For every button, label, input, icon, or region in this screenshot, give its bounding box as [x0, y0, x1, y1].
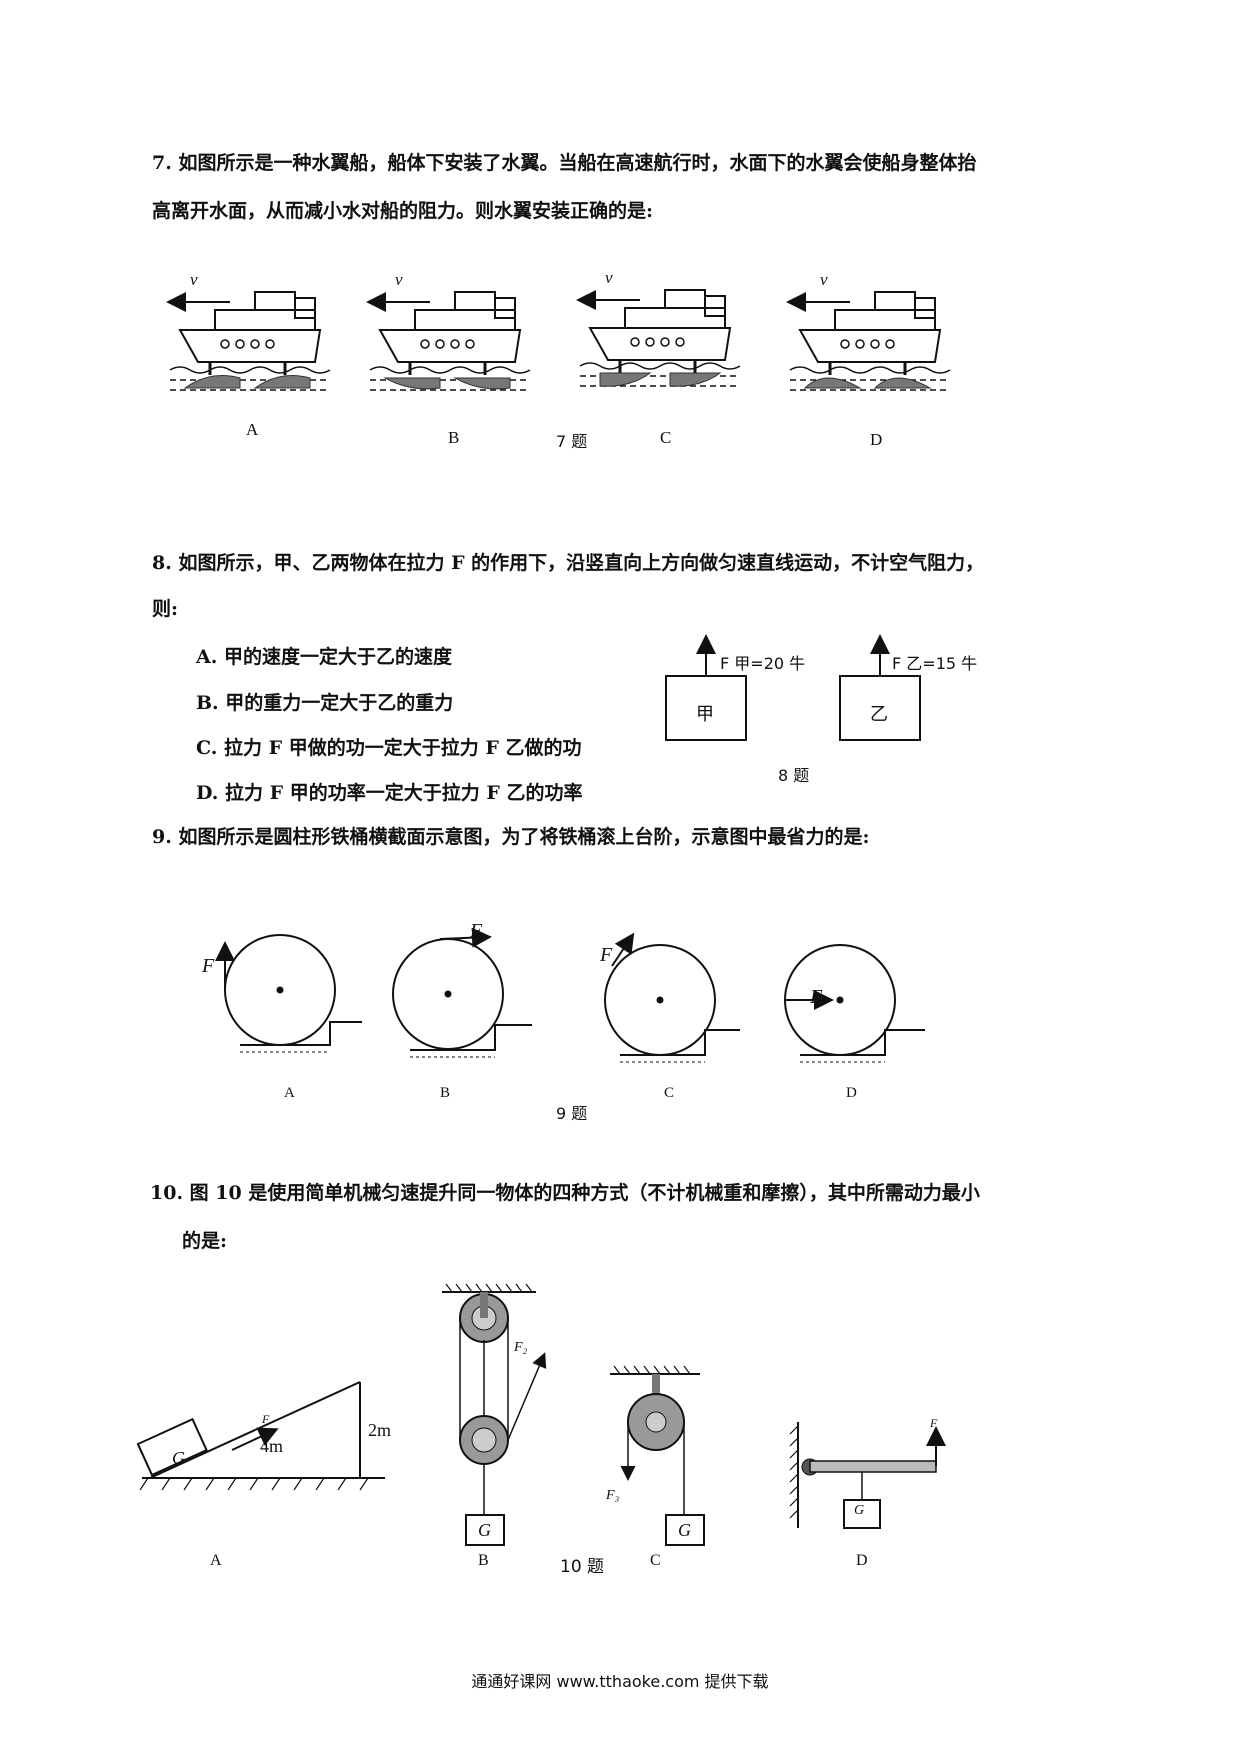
q10-a-height: 2m — [368, 1420, 392, 1440]
q10-option-a: A — [210, 1552, 222, 1569]
q9-option-d: D — [846, 1085, 857, 1101]
q8-option-b: B. 甲的重力一定大于乙的重力 — [196, 692, 454, 714]
q8-text-line2: 则: — [152, 598, 179, 620]
q7-velocity-c: v — [605, 268, 613, 287]
q10-a-weight: G — [172, 1448, 185, 1468]
q8-option-c: C. 拉力 F 甲做的功一定大于拉力 F 乙做的功 — [196, 737, 582, 759]
q10-b-weight: G — [478, 1520, 491, 1540]
q7-text-line1: 7. 如图所示是一种水翼船，船体下安装了水翼。当船在高速航行时，水面下的水翼会使… — [152, 152, 977, 174]
q8-option-a: A. 甲的速度一定大于乙的速度 — [196, 646, 452, 668]
q8-caption: 8 题 — [778, 766, 810, 785]
pulley-block-b — [442, 1283, 547, 1546]
lever-d — [789, 1422, 946, 1529]
q9-force-b: F — [470, 920, 483, 942]
q10-a-force: F — [262, 1412, 270, 1426]
q10-text-line1: 10. 图 10 是使用简单机械匀速提升同一物体的四种方式（不计机械重和摩擦），… — [150, 1182, 980, 1204]
barrel-c — [604, 932, 740, 1063]
q8-box-jia: 甲 — [696, 704, 714, 725]
boat-a — [166, 291, 331, 391]
q9-option-a: A — [284, 1085, 295, 1101]
q10-option-d: D — [856, 1552, 868, 1569]
q7-option-b: B — [448, 428, 460, 447]
boat-d — [786, 291, 951, 391]
q9-barrels-figure — [215, 927, 925, 1063]
q7-velocity-b: v — [395, 270, 403, 289]
q8-box-yi: 乙 — [870, 704, 888, 725]
fixed-pulley-c — [610, 1365, 705, 1546]
incline-a — [136, 1381, 385, 1491]
q7-velocity-d: v — [820, 270, 828, 289]
boat-b — [366, 291, 531, 391]
q10-machines-figure — [136, 1283, 946, 1546]
q10-a-length: 4m — [260, 1436, 284, 1456]
q9-option-b: B — [440, 1085, 451, 1101]
q9-option-c: C — [664, 1085, 675, 1101]
q10-c-weight: G — [678, 1520, 691, 1540]
q7-option-a: A — [246, 420, 259, 439]
q9-force-c: F — [600, 944, 613, 966]
q8-text-line1: 8. 如图所示，甲、乙两物体在拉力 F 的作用下，沿竖直向上方向做匀速直线运动，… — [152, 552, 985, 574]
q10-d-weight: G — [854, 1503, 865, 1518]
barrel-d — [784, 944, 925, 1063]
barrel-b — [392, 927, 532, 1058]
q9-text-line1: 9. 如图所示是圆柱形铁桶横截面示意图，为了将铁桶滚上台阶，示意图中最省力的是: — [152, 826, 870, 848]
q7-boats-figure — [166, 289, 951, 391]
q7-velocity-a: v — [190, 270, 198, 289]
q10-b-force: F₂ — [514, 1340, 528, 1355]
q10-option-c: C — [650, 1552, 661, 1569]
q10-caption: 10 题 — [560, 1557, 605, 1577]
q7-caption: 7 题 — [556, 432, 588, 451]
page-footer: 通通好课网 www.tthaoke.com 提供下载 — [471, 1672, 769, 1691]
q10-option-b: B — [478, 1552, 489, 1569]
boat-c — [576, 289, 741, 387]
q8-force-jia: F 甲=20 牛 — [720, 654, 806, 673]
q7-option-c: C — [660, 428, 672, 447]
q8-option-d: D. 拉力 F 甲的功率一定大于拉力 F 乙的功率 — [196, 782, 583, 804]
q10-text-line2: 的是: — [182, 1230, 228, 1252]
q7-text-line2: 高离开水面，从而减小水对船的阻力。则水翼安装正确的是: — [152, 200, 654, 222]
q7-option-d: D — [870, 430, 883, 449]
q8-figure — [665, 634, 921, 741]
q9-caption: 9 题 — [556, 1104, 588, 1123]
q9-force-d: F — [810, 986, 823, 1008]
q8-force-yi: F 乙=15 牛 — [892, 654, 978, 673]
q10-d-force: F — [930, 1416, 938, 1430]
q9-force-a: F — [202, 955, 215, 977]
barrel-a — [215, 934, 362, 1053]
q10-c-force: F₃ — [606, 1488, 620, 1503]
